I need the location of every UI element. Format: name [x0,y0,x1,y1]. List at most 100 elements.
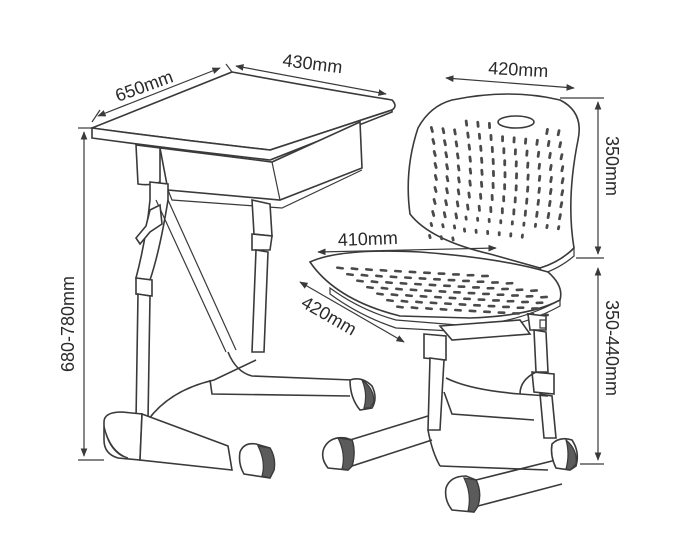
vent-hole [443,139,447,147]
vent-hole [468,179,472,187]
label-seat-height: 350-440mm [602,300,622,396]
vent-hole [512,208,516,216]
vent-hole [425,307,433,311]
vent-hole [479,192,483,200]
vent-hole [509,232,513,238]
vent-hole [476,216,480,222]
vent-hole [520,233,524,239]
vent-hole [480,156,484,164]
vent-hole [419,294,428,298]
vent-hole [456,188,461,196]
vent-hole [546,140,551,147]
vent-hole [545,128,549,135]
vent-hole [511,294,519,297]
vent-hole [560,177,565,185]
vent-hole [453,128,457,136]
vent-hole [548,152,552,159]
vent-hole [346,272,354,277]
vent-hole [409,288,418,292]
vent-hole [530,289,538,293]
vent-hole [444,151,449,159]
vent-hole [503,159,507,167]
vent-hole [441,127,446,135]
vent-hole [336,266,344,270]
vent-hole [467,291,476,295]
vent-hole [452,273,460,276]
vent-hole [492,299,500,302]
vent-hole [548,200,552,207]
vent-hole [490,194,494,201]
vent-hole [439,307,448,311]
vent-hole [479,144,483,152]
vent-hole [468,309,477,313]
vent-hole [513,148,517,156]
vent-hole [467,143,471,151]
vent-hole [444,199,448,207]
vent-hole [464,119,469,127]
vent-hole [480,180,484,188]
vent-hole [458,303,467,306]
vent-hole [456,164,461,172]
vent-hole [533,222,538,228]
vent-hole [486,230,490,236]
vent-hole [502,305,510,309]
vent-hole [410,306,419,310]
vent-hole [455,200,460,208]
vent-hole [414,282,422,286]
vent-hole [537,174,542,182]
vent-hole [537,186,541,194]
label-seat-width: 410mm [337,228,398,250]
vent-hole [448,296,457,300]
vent-hole [481,274,489,278]
vent-hole [456,152,460,160]
vent-hole [514,184,518,192]
vent-hole [535,210,539,218]
vent-hole [432,198,437,205]
vent-hole [443,284,451,288]
vent-hole [482,292,490,296]
vent-hole [510,220,514,226]
vent-hole [428,234,432,240]
vent-hole [445,163,449,171]
vent-hole [524,137,528,145]
vent-hole [375,274,383,278]
vent-hole [408,270,417,274]
vent-hole [502,195,506,203]
vent-hole [350,267,359,271]
vent-hole [438,290,447,293]
vent-hole [558,141,563,149]
label-desk-height: 680-780mm [58,276,78,372]
vent-hole [360,273,369,277]
vent-hole [423,271,431,275]
vent-hole [500,207,504,215]
vent-hole [462,279,470,283]
vent-hole [405,294,413,298]
vent-hole [466,131,470,139]
vent-hole [531,307,539,310]
vent-hole [503,171,507,179]
vent-hole [431,210,436,217]
vent-hole [490,146,494,153]
vent-hole [560,189,565,197]
vent-hole [512,312,520,315]
vent-hole [467,191,471,199]
vent-hole [454,308,462,312]
vent-hole [556,129,561,137]
label-chair-back-width: 420mm [488,58,549,81]
vent-hole [523,209,527,217]
vent-hole [466,273,475,277]
vent-hole [558,213,562,221]
desk-drawing [88,71,396,479]
chair-handle-slot [497,115,535,129]
vent-hole [477,204,481,212]
vent-hole [549,164,553,171]
vent-hole [483,310,491,314]
vent-hole [536,198,540,206]
vent-hole [428,283,437,287]
vent-hole [437,272,446,275]
vent-hole [441,223,445,229]
vent-hole [535,301,544,305]
desk-height-lever [135,203,163,246]
vent-hole [515,172,519,180]
